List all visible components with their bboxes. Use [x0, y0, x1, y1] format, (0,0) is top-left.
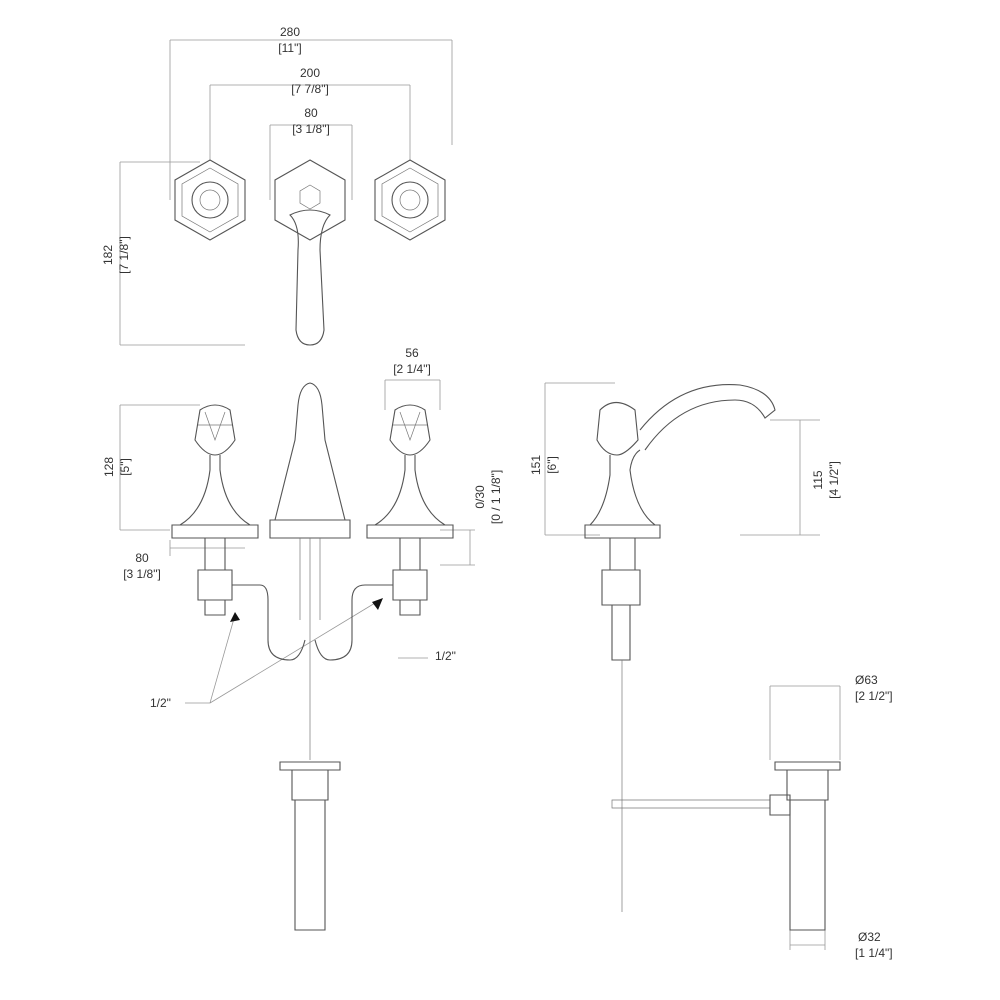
dim-spout-width: 80 [3 1/8"] — [269, 106, 353, 200]
dim-label: [7 7/8"] — [291, 82, 329, 96]
dim-deck-thickness: 0/30 [0 / 1 1/8"] — [440, 470, 503, 566]
connection-right-label: 1/2" — [398, 649, 456, 663]
dim-label: [3 1/8"] — [292, 122, 330, 136]
dim-plate-height: 182 [7 1/8"] — [101, 161, 245, 346]
dim-label: 1/2" — [150, 696, 171, 710]
dim-label: 200 — [300, 66, 320, 80]
dim-label: Ø32 — [858, 930, 881, 944]
dim-spout-height: 151 [6"] — [529, 382, 615, 536]
dim-label: [2 1/4"] — [393, 362, 431, 376]
dim-label: [6"] — [545, 456, 559, 474]
dim-label: 80 — [304, 106, 318, 120]
dim-label: 1/2" — [435, 649, 456, 663]
dim-outlet-height: 115 [4 1/2"] — [740, 419, 841, 536]
dim-label: 115 — [811, 470, 825, 489]
dim-label: 182 — [101, 245, 115, 265]
right-handle-front — [314, 404, 454, 661]
dim-label: 280 — [280, 25, 300, 39]
dim-label: 0/30 — [473, 485, 487, 509]
dim-label: 56 — [405, 346, 419, 360]
spout-top — [274, 159, 346, 346]
dim-label: [11"] — [278, 41, 301, 55]
dim-handle-width: 56 [2 1/4"] — [384, 346, 441, 410]
dim-shank-width: 80 [3 1/8"] — [123, 540, 245, 581]
dim-label: [2 1/2"] — [855, 689, 893, 703]
left-handle-top — [174, 159, 246, 241]
dim-label: 151 — [529, 455, 543, 475]
dim-handle-height: 128 [5"] — [102, 404, 200, 531]
dim-label: 128 — [102, 457, 116, 477]
left-handle-front — [171, 404, 306, 661]
dim-label: [7 1/8"] — [117, 236, 131, 274]
faucet-side — [584, 383, 776, 912]
connection-left-label: 1/2" — [150, 598, 383, 710]
dim-label: [1 1/4"] — [855, 946, 893, 960]
dim-label: [3 1/8"] — [123, 567, 161, 581]
dim-overall-width: 280 [11"] — [169, 25, 453, 200]
dim-drain-flange: Ø63 [2 1/2"] — [769, 673, 893, 760]
dim-label: Ø63 — [855, 673, 878, 687]
dim-drain-pipe: Ø32 [1 1/4"] — [789, 930, 893, 960]
right-handle-top — [374, 159, 446, 241]
dim-label: [5"] — [118, 458, 132, 476]
drain-side — [769, 761, 841, 931]
dim-handle-spacing: 200 [7 7/8"] — [209, 66, 411, 160]
dim-label: [0 / 1 1/8"] — [489, 470, 503, 524]
dim-label: 80 — [135, 551, 149, 565]
spout-front — [269, 382, 351, 760]
dim-label: [4 1/2"] — [827, 461, 841, 499]
drain-front — [279, 761, 341, 931]
